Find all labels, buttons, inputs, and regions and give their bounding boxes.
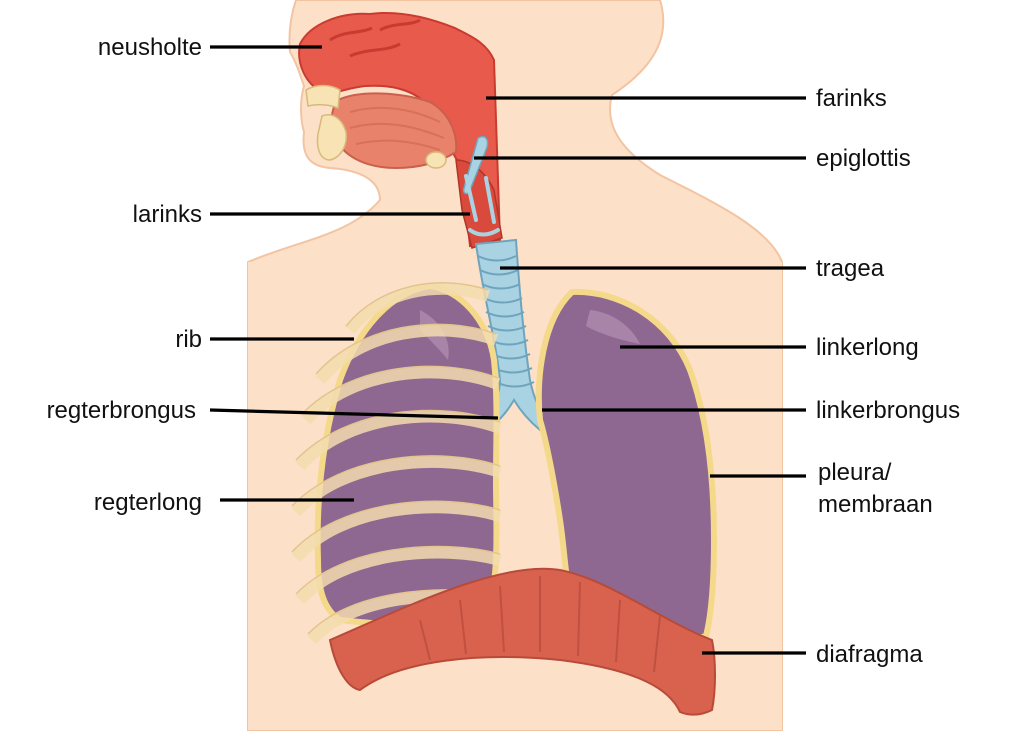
ribcage-outline <box>291 282 501 635</box>
label-diafragma: diafragma <box>816 641 923 668</box>
label-rib: rib <box>175 326 202 353</box>
upper-airway <box>298 11 503 249</box>
label-farinks: farinks <box>816 85 887 112</box>
lower-jaw-bone <box>316 114 348 161</box>
leader-lines <box>209 45 806 655</box>
labels: neusholte farinks epiglottis larinks tra… <box>47 34 961 668</box>
left-lung-highlight <box>586 310 640 344</box>
label-regterbrongus: regterbrongus <box>47 397 196 424</box>
label-neusholte: neusholte <box>98 34 202 61</box>
nasal-turbinates <box>329 18 421 58</box>
label-tragea: tragea <box>816 255 885 282</box>
label-linkerbrongus: linkerbrongus <box>816 397 960 424</box>
label-linkerlong: linkerlong <box>816 334 919 361</box>
upper-teeth <box>305 84 341 110</box>
label-regterlong: regterlong <box>94 489 202 516</box>
diaphragm-group <box>328 567 716 716</box>
larynx-cartilage <box>464 174 500 237</box>
diaphragm-striations <box>419 576 661 673</box>
label-pleura-line2: membraan <box>818 491 933 518</box>
label-pleura-line1: pleura/ <box>818 459 892 486</box>
label-larinks: larinks <box>133 201 202 228</box>
leader-line-regterbrongus <box>209 408 499 420</box>
hyoid-bone <box>425 151 447 169</box>
tongue-lines <box>349 106 445 151</box>
label-epiglottis: epiglottis <box>816 145 911 172</box>
